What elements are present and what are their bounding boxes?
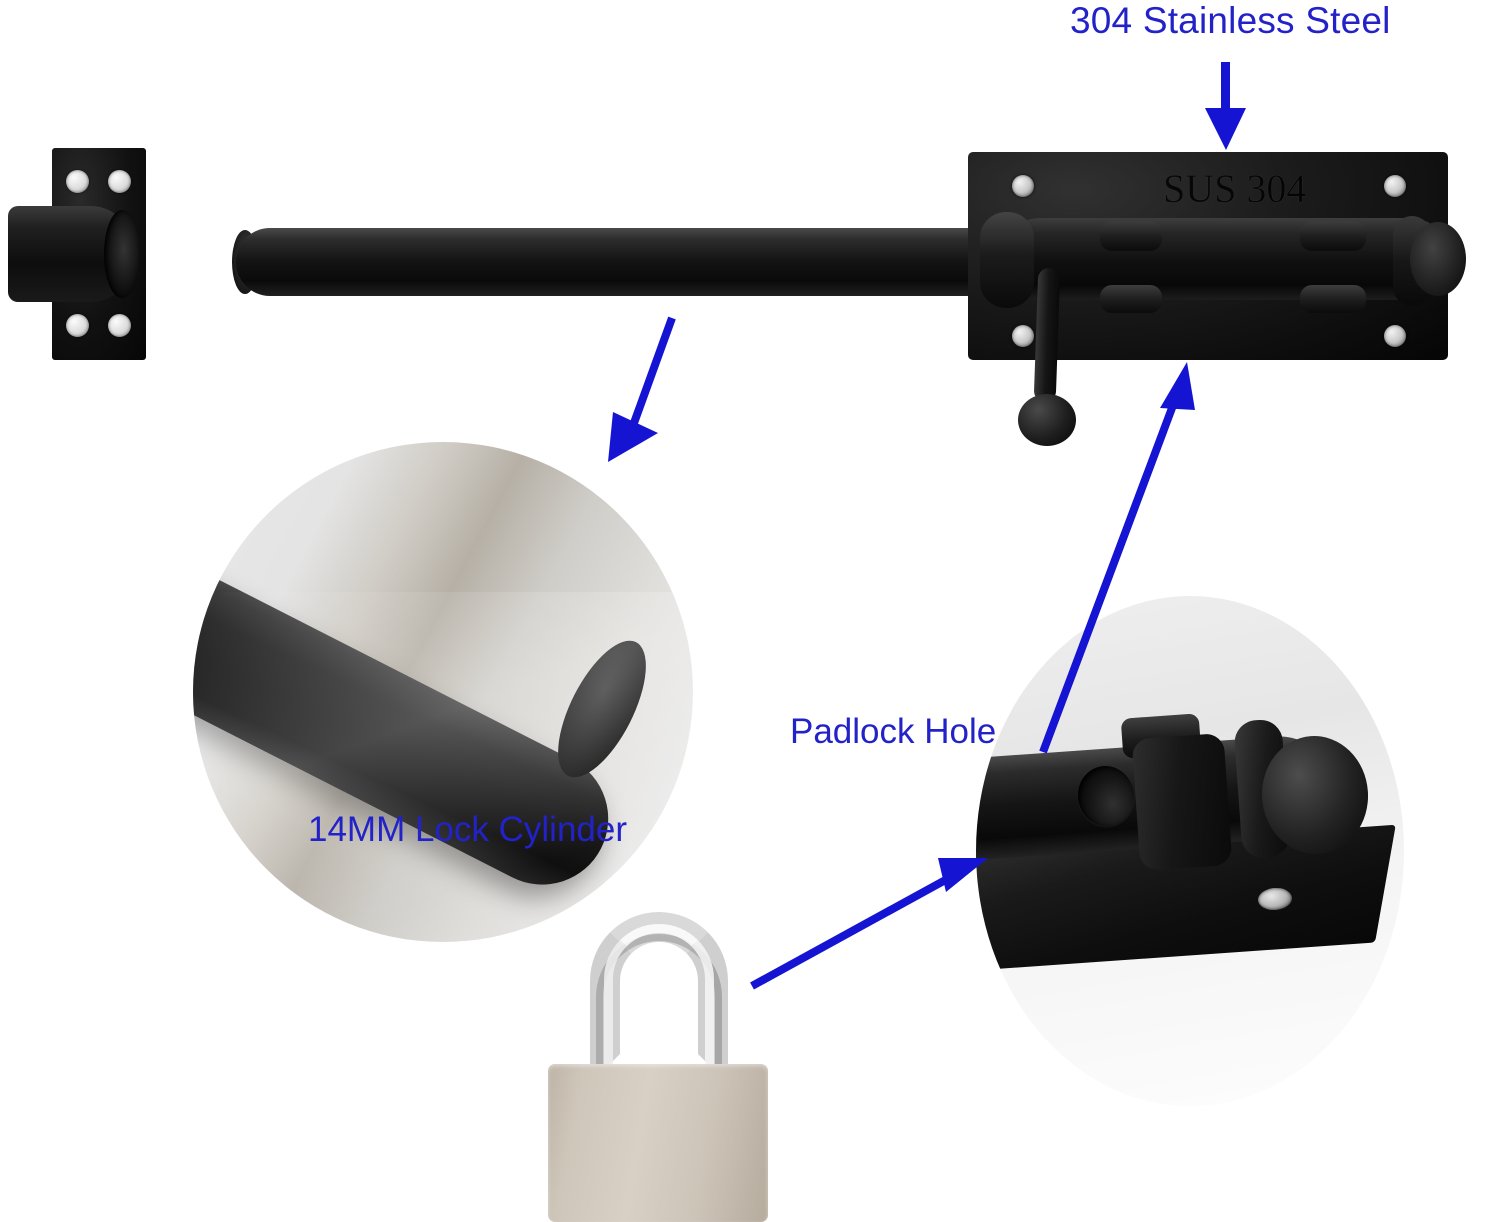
bolt-collar-closeup bbox=[1131, 732, 1233, 872]
bolt-guide-nub bbox=[1300, 221, 1366, 251]
inset-light-sheen bbox=[193, 592, 693, 942]
bolt-rod bbox=[236, 228, 1016, 296]
right-inset-circle bbox=[976, 596, 1404, 1106]
bolt-screw-hole bbox=[1012, 175, 1034, 197]
keeper-screw-hole bbox=[66, 170, 89, 193]
bolt-handle-knob bbox=[1018, 394, 1076, 446]
bolt-barrel bbox=[1000, 218, 1450, 300]
bolt-handle-arm bbox=[1033, 267, 1061, 403]
bolt-screw-hole bbox=[1384, 175, 1406, 197]
bolt-barrel-end-cap bbox=[1410, 222, 1466, 296]
bolt-guide-nub bbox=[1300, 285, 1366, 313]
left-inset-circle bbox=[193, 442, 693, 942]
bolt-guide-nub bbox=[1100, 285, 1162, 313]
keeper-screw-hole bbox=[66, 314, 89, 337]
arrow-padlock-to-hole bbox=[750, 858, 988, 990]
callout-padlock-hole: Padlock Hole bbox=[790, 712, 997, 751]
callout-304-stainless-steel: 304 Stainless Steel bbox=[1070, 0, 1391, 41]
padlock-body bbox=[548, 1064, 768, 1222]
keeper-screw-hole bbox=[108, 314, 131, 337]
callout-14mm-lock-cylinder: 14MM Lock Cylinder bbox=[308, 810, 627, 849]
keeper-bracket bbox=[8, 148, 146, 360]
padlock bbox=[548, 912, 768, 1222]
keeper-screw-hole bbox=[108, 170, 131, 193]
bolt-screw-hole bbox=[1384, 325, 1406, 347]
barrel-bolt-assembly bbox=[0, 0, 1500, 470]
bolt-guide-nub bbox=[1100, 221, 1162, 251]
bolt-screw-hole bbox=[1012, 325, 1034, 347]
padlock-shackle-highlight bbox=[604, 924, 714, 1074]
bolt-collar bbox=[980, 212, 1034, 308]
keeper-bore-opening bbox=[104, 210, 140, 298]
